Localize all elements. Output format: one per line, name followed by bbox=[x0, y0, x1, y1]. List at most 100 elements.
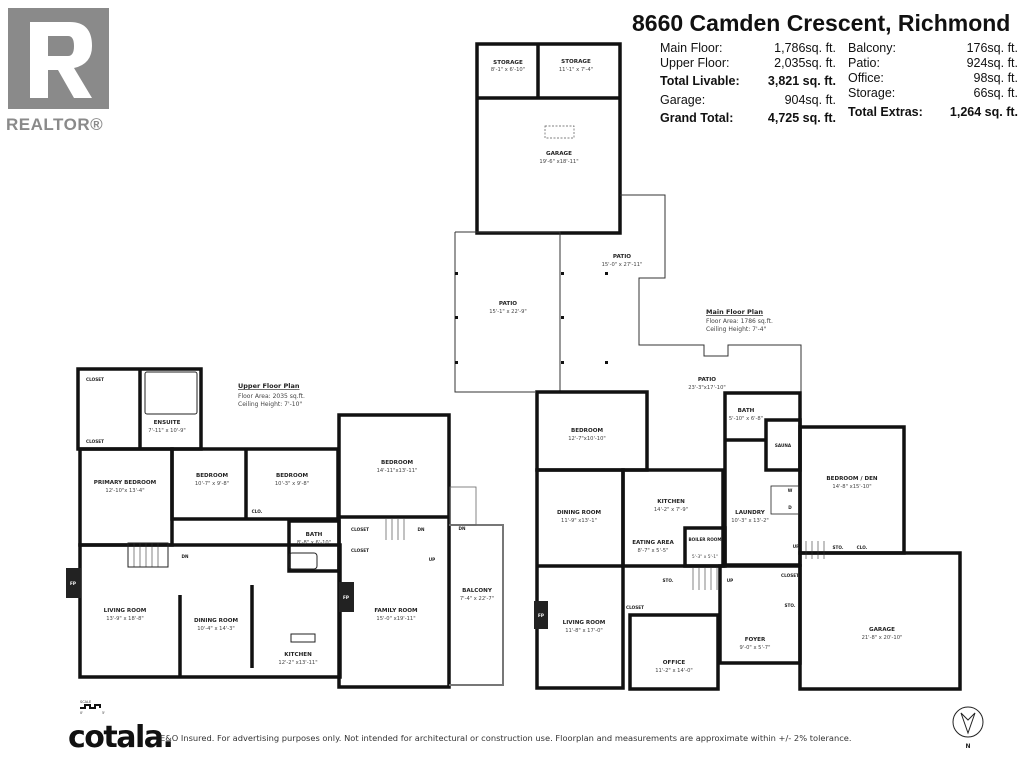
scale-ruler bbox=[80, 704, 101, 709]
closet-label: CLOSET bbox=[351, 548, 369, 553]
stat-label: Grand Total: bbox=[660, 111, 734, 125]
stat-label: Storage: bbox=[848, 86, 896, 100]
scale-bar: SCALE 0' 5' bbox=[80, 700, 105, 715]
room-label-family-room: FAMILY ROOM bbox=[374, 608, 418, 614]
stat-grand-total: Grand Total: 4,725 sq. ft. bbox=[660, 111, 836, 126]
room-label-living-room: LIVING ROOM bbox=[104, 608, 147, 614]
stat-label: Office: bbox=[848, 71, 884, 85]
fireplace-icon bbox=[339, 582, 354, 612]
room-dims-storage: 8'-1" x 6'-10" bbox=[491, 67, 525, 73]
room-dims-patio: 15'-0" x 27'-11" bbox=[602, 262, 643, 268]
room-label-dining-room: DINING ROOM bbox=[194, 618, 239, 624]
fp-label: FP bbox=[538, 613, 544, 618]
room-dims-office: 11'-2" x 14'-0" bbox=[655, 668, 693, 674]
stat-garage: Garage:904sq. ft. bbox=[660, 93, 836, 108]
realtor-r-icon bbox=[30, 22, 92, 98]
north-arrow-icon: N bbox=[952, 706, 984, 750]
sto-label: STO. bbox=[663, 578, 674, 583]
exterior-stairs bbox=[449, 486, 477, 526]
room-label-bath: BATH bbox=[306, 532, 323, 538]
stair-treads bbox=[692, 541, 825, 590]
fireplace-icon bbox=[534, 601, 548, 629]
main-floor-area: Floor Area: 1786 sq.ft. bbox=[706, 318, 773, 325]
room-dims-balcony: 7'-4" x 22'-7" bbox=[460, 596, 494, 602]
stat-patio: Patio: 924sq. ft. bbox=[848, 56, 1018, 71]
washer-dryer bbox=[770, 485, 800, 515]
room-label-bedroom: BEDROOM bbox=[196, 473, 229, 479]
stat-total-extras: Total Extras:1,264 sq. ft. bbox=[848, 105, 1018, 120]
room-label-foyer: FOYER bbox=[745, 637, 766, 643]
main-floor-plan: Main Floor Plan Floor Area: 1786 sq.ft. … bbox=[454, 42, 962, 691]
upper-ceiling-height: Ceiling Height: 7'-10" bbox=[238, 401, 302, 408]
room-label-garage: GARAGE bbox=[869, 627, 895, 633]
stat-label: Upper Floor: bbox=[660, 56, 730, 70]
room-dims-kitchen: 14'-2" x 7'-9" bbox=[654, 507, 688, 513]
fp-label: FP bbox=[343, 595, 349, 600]
room-label-storage: STORAGE bbox=[493, 60, 523, 66]
detached-garage-wall bbox=[475, 42, 622, 235]
clo-label: CLO. bbox=[857, 545, 868, 550]
bathtub-icon bbox=[288, 552, 318, 570]
sto-label: STO. bbox=[785, 603, 796, 608]
stat-balcony: Balcony:176sq. ft. bbox=[848, 41, 1018, 56]
room-label-office: OFFICE bbox=[663, 660, 686, 666]
boiler-room-wall bbox=[683, 526, 727, 568]
patio-outline bbox=[454, 232, 535, 393]
room-label-bedroom: BEDROOM bbox=[571, 428, 604, 434]
foyer-wall bbox=[718, 564, 802, 665]
dn-label: DN bbox=[182, 554, 189, 559]
stat-total-livable: Total Livable: 3,821 sq. ft. bbox=[660, 74, 836, 89]
room-dims-dining-room: 10'-4" x 14'-3" bbox=[197, 626, 235, 632]
stat-value: 924sq. ft. bbox=[966, 56, 1018, 70]
room-dims-laundry: 10'-3" x 13'-2" bbox=[731, 518, 769, 524]
room-label-sauna: SAUNA bbox=[775, 443, 792, 448]
room-label-detached-garage: GARAGE bbox=[546, 151, 572, 157]
upper-floor-plan: Upper Floor Plan Floor Area: 2035 sq.ft.… bbox=[66, 367, 504, 689]
primary-bedroom-wall bbox=[78, 447, 174, 547]
room-dims-patio: 15'-1" x 22'-9" bbox=[489, 309, 527, 315]
stat-label: Total Livable: bbox=[660, 74, 740, 88]
bedroom-den-wall bbox=[798, 425, 906, 555]
room-label-storage: STORAGE bbox=[561, 59, 591, 65]
fp-label: FP bbox=[70, 581, 76, 586]
closet-label: CLOSET bbox=[351, 527, 369, 532]
room-label-dining-room: DINING ROOM bbox=[557, 510, 602, 516]
room-dims-bedroom: 14'-11"x13'-11" bbox=[377, 468, 418, 474]
up-label: UP bbox=[793, 544, 799, 549]
room-label-balcony: BALCONY bbox=[462, 588, 493, 594]
cotala-logo: cotala. bbox=[68, 720, 174, 755]
room-label-laundry: LAUNDRY bbox=[735, 510, 766, 516]
stat-value: 176sq. ft. bbox=[966, 41, 1018, 55]
stat-value: 3,821 sq. ft. bbox=[767, 74, 836, 88]
room-dims-boiler-room: 5'-3" x 5'-1" bbox=[692, 554, 718, 560]
up-label: UP bbox=[727, 578, 733, 583]
stat-label: Patio: bbox=[848, 56, 880, 70]
room-dims-eating-area: 8'-7" x 5'-5" bbox=[638, 548, 669, 554]
stat-value: 4,725 sq. ft. bbox=[767, 111, 836, 125]
washer-label: W bbox=[788, 488, 793, 493]
room-label-bedroom: BEDROOM bbox=[276, 473, 309, 479]
dn-label: DN bbox=[459, 526, 466, 531]
room-label-patio: PATIO bbox=[613, 254, 631, 260]
room-label-bedroom-den: BEDROOM / DEN bbox=[826, 476, 878, 482]
upper-floor-area: Floor Area: 2035 sq.ft. bbox=[238, 393, 305, 400]
room-label-ensuite: ENSUITE bbox=[154, 420, 181, 426]
room-dims-living-room: 11'-8" x 17'-0" bbox=[565, 628, 603, 634]
room-label-patio: PATIO bbox=[499, 301, 517, 307]
stat-upper-floor: Upper Floor: 2,035sq. ft. bbox=[660, 56, 836, 71]
sto-label: STO. bbox=[833, 545, 844, 550]
scale-label: SCALE bbox=[80, 700, 91, 704]
stat-value: 98sq. ft. bbox=[973, 71, 1018, 85]
main-garage-wall bbox=[798, 551, 962, 691]
stat-value: 2,035sq. ft. bbox=[774, 56, 836, 70]
patio-outline bbox=[455, 231, 561, 392]
property-address: 8660 Camden Crescent, Richmond bbox=[632, 10, 1011, 36]
room-label-bedroom: BEDROOM bbox=[381, 460, 414, 466]
room-label-primary-bedroom: PRIMARY BEDROOM bbox=[94, 480, 157, 486]
closet-label: CLOSET bbox=[626, 605, 644, 610]
kitchen-wall bbox=[621, 468, 725, 568]
room-label-kitchen: KITCHEN bbox=[657, 499, 685, 505]
extras-stats: Balcony:176sq. ft. Patio: 924sq. ft. Offi… bbox=[848, 41, 1018, 120]
stat-label: Total Extras: bbox=[848, 105, 923, 119]
